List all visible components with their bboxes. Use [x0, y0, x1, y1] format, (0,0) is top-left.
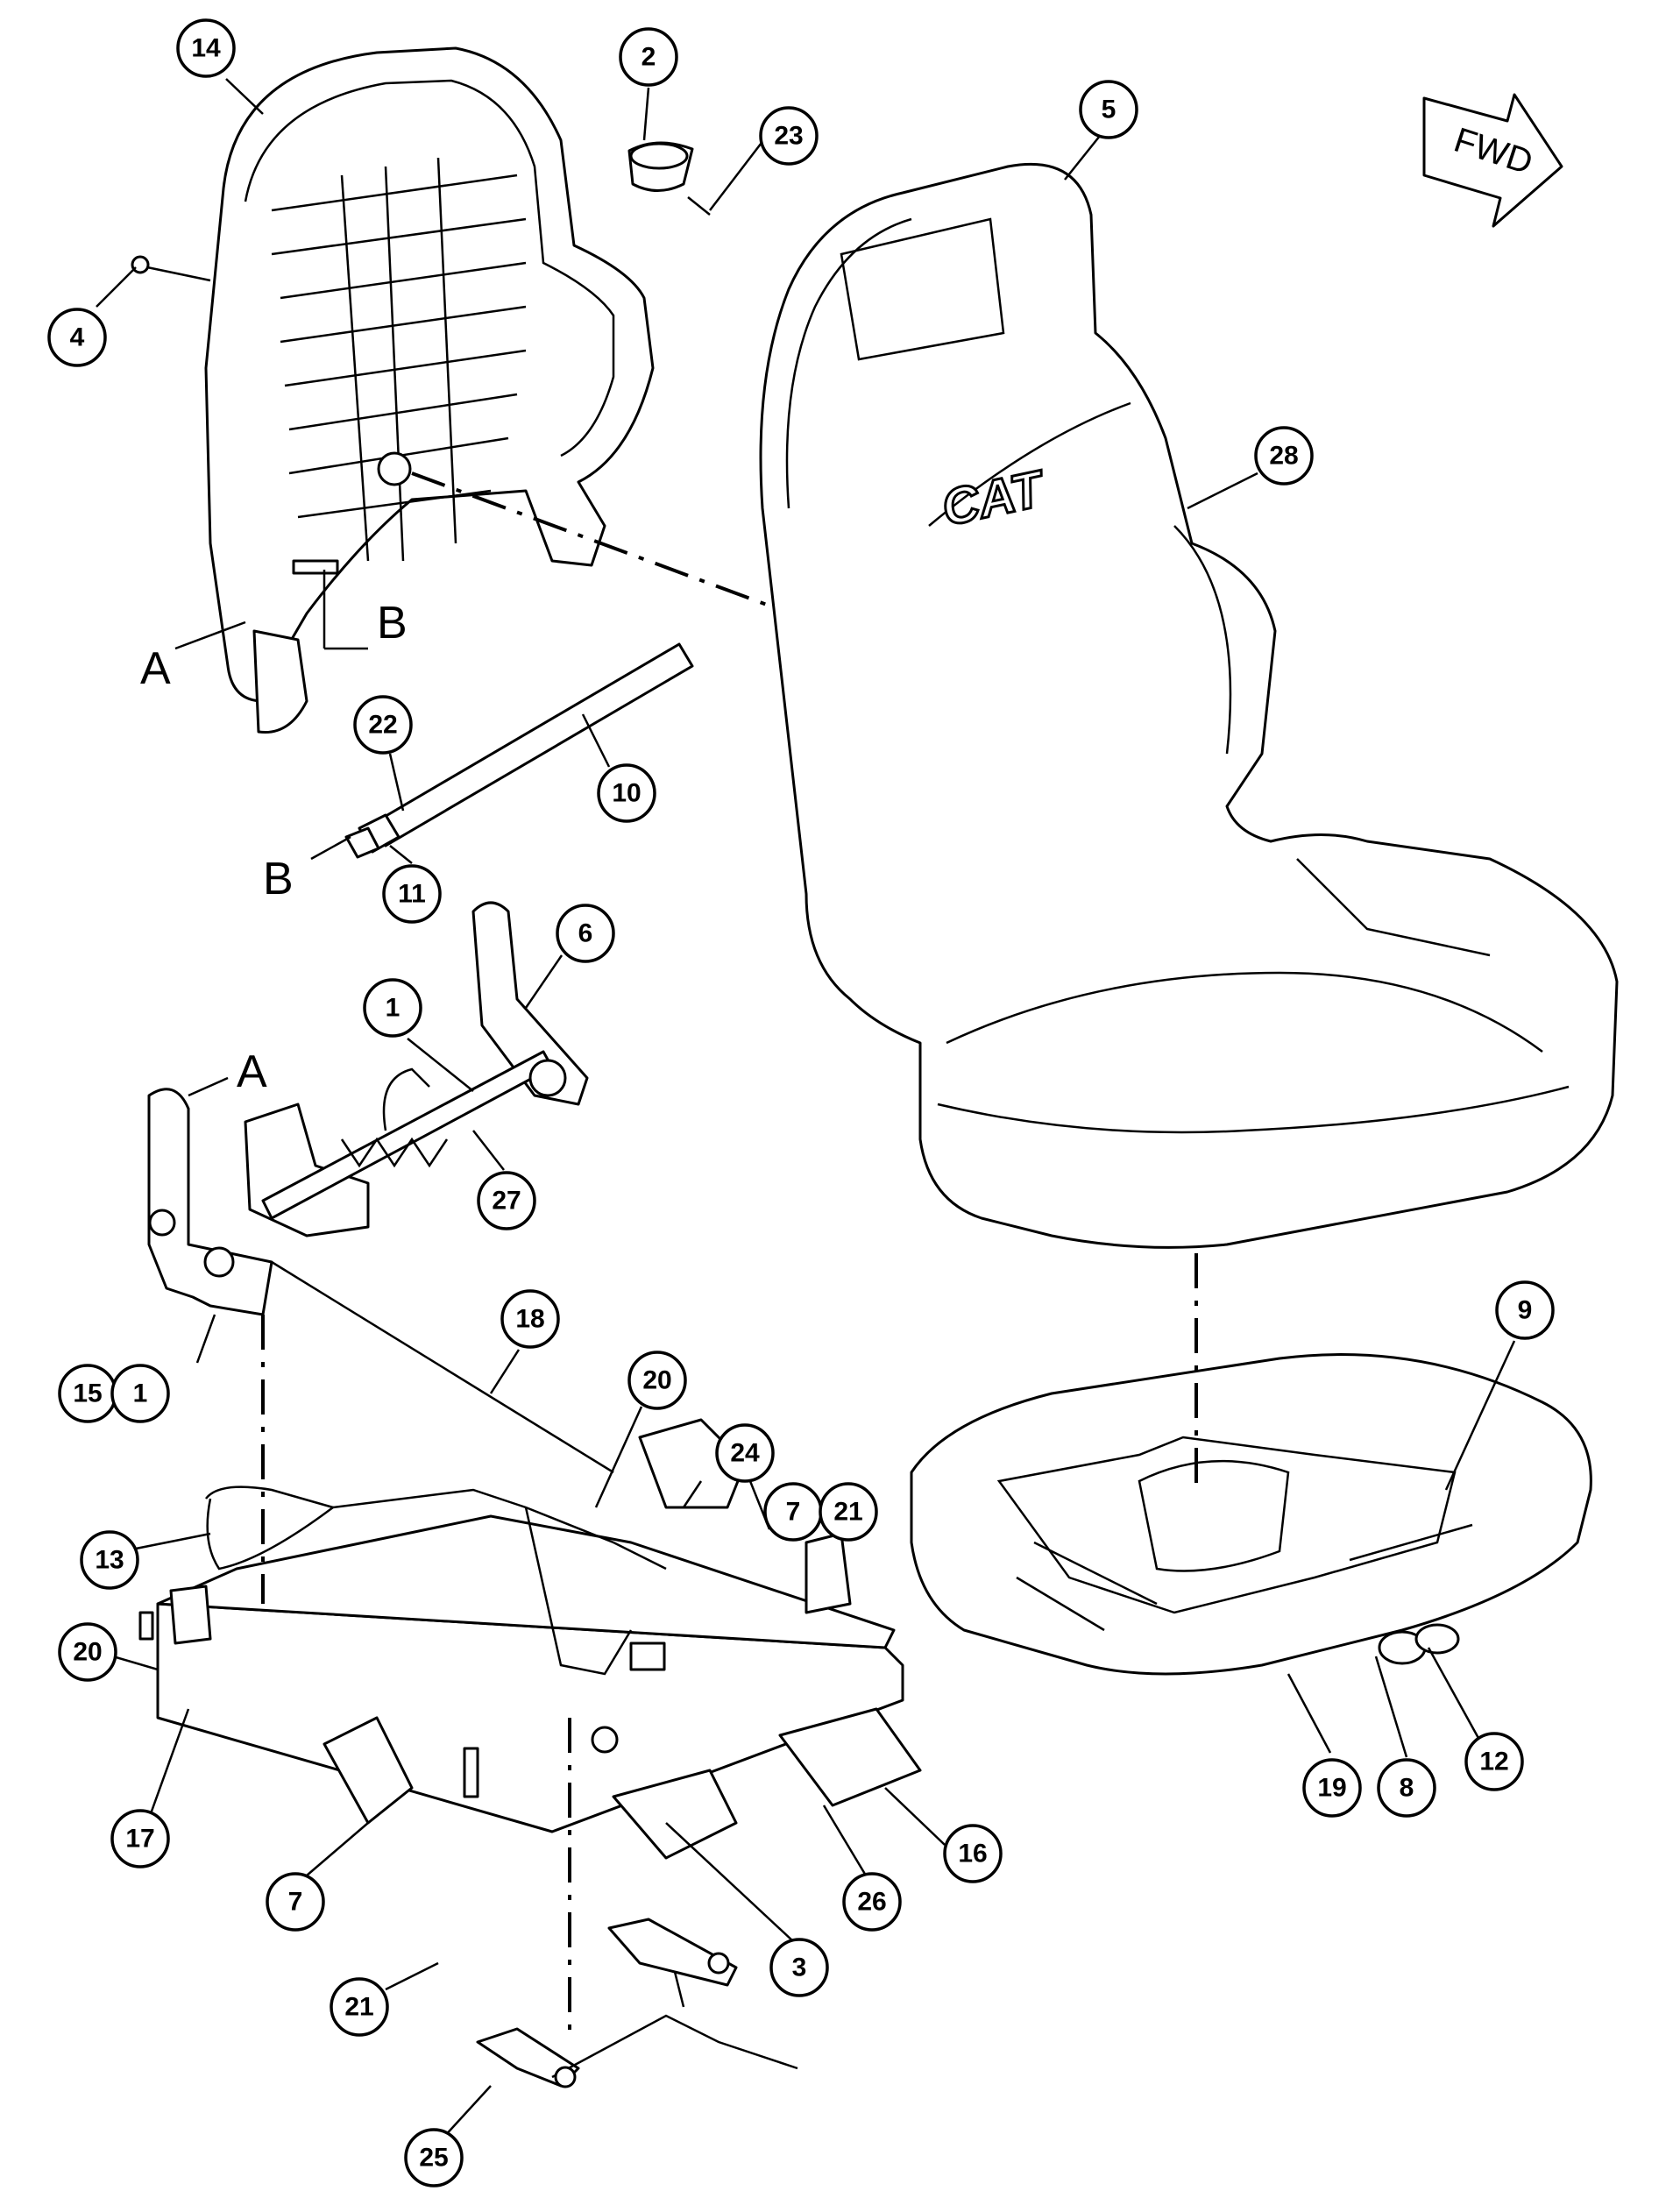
callout-13: 13 — [80, 1530, 139, 1590]
callout-7-lower: 7 — [266, 1872, 325, 1932]
callout-6: 6 — [556, 904, 615, 963]
callout-20-lower-label: 20 — [73, 1638, 102, 1667]
callout-1-lower-label: 1 — [133, 1379, 148, 1408]
callout-5-label: 5 — [1102, 96, 1116, 124]
callout-8-label: 8 — [1400, 1774, 1414, 1803]
ref-letter-a-lower: A — [237, 1046, 267, 1097]
callout-24-label: 24 — [730, 1439, 760, 1468]
callout-1-upper-label: 1 — [386, 994, 401, 1023]
callout-20-upper: 20 — [627, 1351, 687, 1410]
callout-16: 16 — [943, 1824, 1003, 1883]
leader-lines — [96, 78, 1516, 2139]
callout-21-upper-label: 21 — [833, 1498, 862, 1527]
callout-21-lower: 21 — [330, 1977, 389, 2037]
callout-10: 10 — [597, 763, 656, 823]
callout-1-lower: 1 — [110, 1364, 170, 1423]
ref-letter-a-upper: A — [140, 643, 171, 694]
callout-25-label: 25 — [419, 2144, 448, 2173]
callout-17-label: 17 — [125, 1825, 154, 1854]
base-plate — [138, 1418, 922, 1860]
ref-letter-b-lower: B — [263, 854, 294, 904]
callout-7-lower-label: 7 — [288, 1888, 303, 1917]
callout-8: 8 — [1377, 1758, 1436, 1818]
callout-9-label: 9 — [1518, 1296, 1533, 1325]
callout-13-label: 13 — [95, 1546, 124, 1575]
callout-2: 2 — [619, 27, 678, 87]
callout-3: 3 — [769, 1938, 829, 1997]
forward-arrow: FWD — [1422, 93, 1563, 228]
callout-5: 5 — [1079, 80, 1138, 139]
callout-12: 12 — [1464, 1732, 1524, 1791]
callout-6-label: 6 — [578, 919, 593, 948]
callout-23: 23 — [759, 106, 819, 166]
callout-19: 19 — [1302, 1758, 1362, 1818]
callout-17: 17 — [110, 1809, 170, 1868]
callout-3-label: 3 — [792, 1953, 807, 1982]
ref-letter-b-upper: B — [377, 598, 408, 649]
callout-25: 25 — [404, 2128, 464, 2187]
callout-7-upper-label: 7 — [786, 1498, 801, 1527]
callout-14: 14 — [176, 18, 236, 78]
callout-22: 22 — [353, 695, 413, 755]
brand-mark: CAT — [937, 459, 1051, 536]
callout-28-label: 28 — [1269, 442, 1298, 471]
seat-cushion: CAT — [759, 162, 1619, 1249]
callout-15-label: 15 — [73, 1379, 102, 1408]
seat-pan — [910, 1353, 1592, 1676]
callout-21-upper: 21 — [819, 1482, 878, 1542]
callout-9: 9 — [1495, 1280, 1555, 1340]
callout-26: 26 — [842, 1872, 902, 1932]
callout-4: 4 — [47, 308, 107, 367]
callout-24: 24 — [715, 1423, 775, 1483]
lever-assembly — [476, 1918, 798, 2088]
callout-20-upper-label: 20 — [642, 1366, 671, 1395]
callout-16-label: 16 — [958, 1840, 987, 1868]
callout-19-label: 19 — [1317, 1774, 1346, 1803]
callout-14-label: 14 — [191, 34, 221, 63]
callout-27: 27 — [477, 1171, 536, 1230]
reference-letters: A B B A — [140, 570, 408, 1097]
backrest-springs — [271, 157, 527, 562]
assembly-lines — [261, 472, 1198, 2042]
callout-10-label: 10 — [612, 779, 641, 808]
callout-12-label: 12 — [1479, 1748, 1508, 1776]
callout-18-label: 18 — [515, 1305, 544, 1334]
callout-7-upper: 7 — [763, 1482, 823, 1542]
callout-23-label: 23 — [774, 122, 803, 151]
callout-11-label: 11 — [398, 880, 426, 909]
callout-22-label: 22 — [368, 711, 397, 740]
release-rod — [344, 642, 694, 859]
bolt — [131, 255, 211, 282]
callout-20-lower: 20 — [58, 1622, 117, 1682]
callout-11: 11 — [382, 864, 442, 924]
callout-21-lower-label: 21 — [344, 1993, 373, 2022]
seat-back-frame — [204, 46, 655, 734]
callout-2-label: 2 — [642, 43, 656, 72]
callout-28: 28 — [1254, 426, 1314, 486]
callout-26-label: 26 — [857, 1888, 886, 1917]
recliner-mechanism — [147, 901, 589, 1316]
adjuster-knob — [627, 141, 711, 216]
callout-27-label: 27 — [492, 1187, 521, 1216]
callout-18: 18 — [500, 1289, 560, 1349]
callout-1-upper: 1 — [363, 978, 422, 1038]
callout-4-label: 4 — [70, 323, 85, 352]
callout-15: 15 — [58, 1364, 117, 1423]
